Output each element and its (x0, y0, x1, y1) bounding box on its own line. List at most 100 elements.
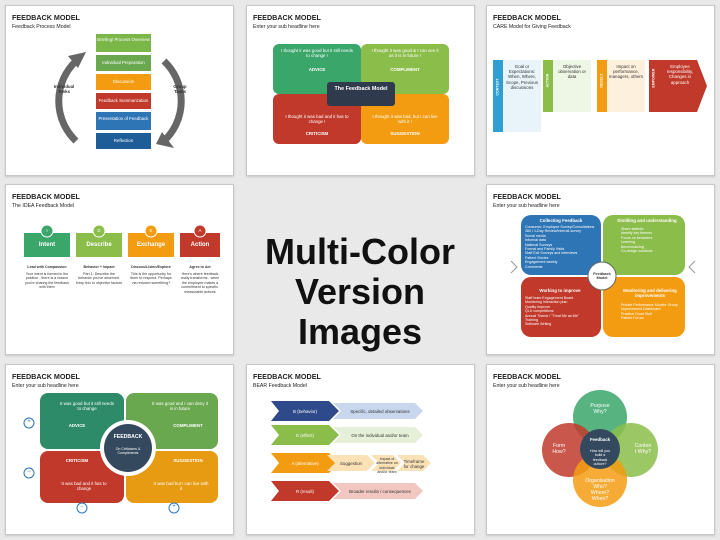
bear-label: A (alternative) (291, 461, 319, 466)
center-subtitle: On Criticisms & Compliments (115, 447, 141, 456)
care-arrow-diagram (493, 60, 707, 132)
suggestion-label: SUGGESTION (173, 458, 203, 463)
venn-bottom: Organisation Who? Where? When? (585, 478, 615, 502)
slide-subtitle: Enter your sub headline here (253, 24, 320, 30)
idea-name: Describe (86, 242, 112, 248)
minus-icon[interactable]: − (80, 504, 84, 510)
step-label: Discussion (112, 79, 135, 84)
slide-title: FEEDBACK MODEL (12, 192, 80, 201)
care-text: Objective observation or data (558, 64, 586, 80)
criticism-label: CRITICISM (65, 458, 89, 463)
left-cycle-arrow (55, 58, 79, 144)
criticism-label: CRITICISM (305, 131, 329, 136)
slide-feedback-process-model[interactable]: FEEDBACK MODEL Feedback Process Model Br… (5, 5, 234, 176)
center-label: Feedback Model (593, 272, 611, 281)
process-cycle-diagram (55, 34, 185, 149)
slide-subtitle: Enter your sub headline here (12, 383, 79, 389)
idea-letter: A (198, 228, 202, 233)
bear-text: Specific, detailed observations (350, 409, 410, 414)
slide-subtitle: Feedback Process Model (12, 24, 71, 30)
center-title: FEEDBACK (113, 434, 143, 440)
bear-label: E (effect) (296, 433, 314, 438)
bear-text: Suggestion (340, 461, 362, 466)
care-text: Goal or Expectations: When, Where, Scope… (506, 64, 538, 90)
venn-diagram (542, 390, 658, 507)
venn-center: Feedback (589, 437, 611, 442)
slide-subtitle: BEAR Feedback Model (253, 383, 307, 389)
suggestion-text: I thought it was bad, but I can live wit… (372, 114, 438, 125)
idea-text: Part 1: Describe the behavior you've obs… (76, 272, 122, 285)
slide-subtitle: The IDEA Feedback Model (12, 203, 74, 209)
slide-bear-model[interactable]: FEEDBACK MODEL BEAR Feedback Model B (be… (246, 364, 475, 535)
bear-label: B (behavior) (293, 409, 317, 414)
step-label: Feedback Summarization (98, 98, 149, 103)
step-label: Presentation of Feedback (98, 116, 149, 121)
care-label: ACTION (545, 73, 550, 88)
idea-letter: E (149, 228, 153, 233)
quad-title: Monitoring and delivering improvements (623, 288, 677, 299)
compliment-text: I thought it was good & I can see it as … (371, 48, 439, 59)
step-label: Reflection (113, 138, 134, 143)
care-label: EMPOWER (651, 68, 656, 88)
care-label: CONTEXT (495, 78, 500, 96)
advice-label: ADVICE (68, 423, 86, 428)
step-1-box (96, 34, 151, 52)
idea-name: Intent (38, 242, 56, 248)
center-heading: Multi-Color Version Images (241, 232, 479, 352)
slide-feedback-venn[interactable]: FEEDBACK MODEL Enter your sub headline h… (486, 364, 715, 535)
quadrant-diagram (273, 44, 449, 144)
idea-text: Here's where feedback really transforms … (180, 272, 220, 294)
venn-center-sub: How will you build a feedback culture? (590, 449, 610, 467)
quad-title: Collecting Feedback (539, 218, 583, 223)
advice-quad (273, 44, 361, 94)
slide-subtitle: Enter your sub headline here (493, 383, 560, 389)
bear-text: Broader results / consequences (349, 489, 411, 494)
center-label: The Feedback Model (334, 86, 388, 92)
step-6-box (96, 133, 151, 149)
step-2-box (96, 55, 151, 71)
plus-icon[interactable]: + (172, 504, 176, 510)
care-text: Impact on performance, managers, others (608, 64, 644, 80)
advice-label: ADVICE (308, 67, 326, 72)
suggestion-quad (361, 94, 449, 144)
slide-subtitle: Enter your sub headline here (493, 203, 560, 209)
right-cycle-arrow (161, 58, 185, 144)
slide-criticisms-compliments[interactable]: FEEDBACK MODEL Enter your sub headline h… (5, 364, 234, 535)
minus-icon[interactable]: − (27, 469, 31, 475)
venn-left: Form How? (552, 443, 566, 455)
bear-label: R (result) (295, 489, 315, 494)
plus-icon[interactable]: + (27, 419, 31, 425)
step-3-box (96, 74, 151, 90)
idea-letter: I (46, 228, 48, 233)
bear-text-3: Timeframe for change (403, 459, 425, 470)
quad-title: Working to improve (539, 288, 581, 293)
idea-head: Agree to Act (189, 265, 211, 269)
idea-head: Lead with Compassion (27, 265, 67, 269)
slide-title: FEEDBACK MODEL (493, 372, 561, 381)
compliment-quad (361, 44, 449, 94)
center-box (327, 82, 395, 106)
compliment-label: COMPLIMENT (173, 423, 203, 428)
slide-title: FEEDBACK MODEL (253, 13, 321, 22)
idea-head: Behavior + Impact (83, 265, 115, 269)
slide-feedback-cycle-quads[interactable]: FEEDBACK MODEL Enter your sub headline h… (486, 184, 715, 355)
criticism-text: I thought it was bad and it has to chang… (285, 114, 349, 125)
advice-text: I thought it was good but it still needs… (281, 48, 354, 59)
slide-idea-model[interactable]: FEEDBACK MODEL The IDEA Feedback Model I… (5, 184, 234, 355)
idea-name: Exchange (136, 242, 166, 248)
slide-feedback-model-quadrants[interactable]: FEEDBACK MODEL Enter your sub headline h… (246, 5, 475, 176)
slide-subtitle: CARE Model for Giving Feedback (493, 24, 571, 30)
four-quad-diagram (510, 215, 696, 337)
criticism-text: It was bad and it has to change (61, 481, 107, 492)
venn-top: Purpose Why? (590, 403, 610, 415)
slide-care-model[interactable]: FEEDBACK MODEL CARE Model for Giving Fee… (486, 5, 715, 176)
left-label: Individual Tasks (53, 84, 75, 95)
step-5-box (96, 112, 151, 130)
quad-title: Distilling and understanding (617, 218, 677, 223)
compliment-text: It was good and I can deny it is in futu… (152, 401, 208, 412)
center-heading-line1: Multi-Color (265, 231, 455, 272)
criticism-quad (273, 94, 361, 144)
